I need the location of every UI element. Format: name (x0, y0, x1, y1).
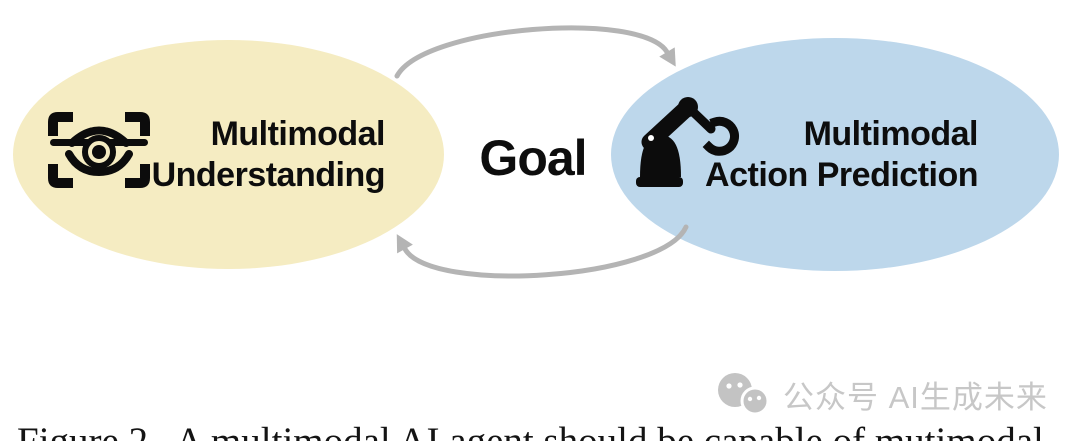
bottom-arrow (402, 224, 689, 279)
action-prediction-label-line1: Multimodal (803, 115, 979, 153)
caption-line-1: Figure 2. A multimodal AI agent should b… (17, 419, 1044, 441)
figure-caption: Figure 2. A multimodal AI agent should b… (17, 329, 1044, 441)
top-arrow (394, 25, 670, 79)
wechat-official-account-icon (718, 373, 770, 416)
goal-label: Goal (479, 130, 587, 186)
action-prediction-label-line2: Action Prediction (705, 156, 978, 194)
top-arrowhead-icon (659, 47, 676, 67)
action-prediction-label: Multimodal Action Prediction (688, 114, 978, 196)
understanding-label: Multimodal Understanding (150, 114, 386, 196)
understanding-label-line2: Understanding (151, 156, 386, 194)
robot-arm-icon (636, 97, 739, 187)
understanding-label-line1: Multimodal (210, 115, 386, 153)
watermark-text: 公众号 AI生成未来 (783, 379, 1048, 415)
watermark: 公众号 AI生成未来 (716, 371, 1048, 417)
eye-scan-icon (48, 112, 150, 188)
bottom-arrowhead-icon (396, 234, 413, 254)
